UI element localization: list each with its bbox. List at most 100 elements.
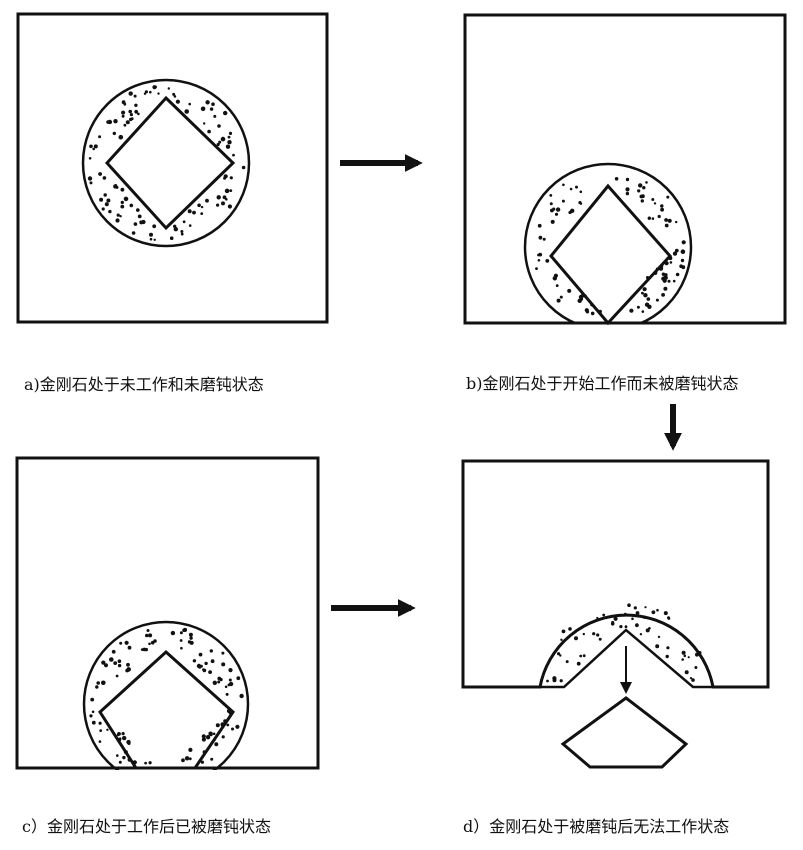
panel-d-grain-remnant: [538, 613, 715, 689]
abrasive-dot: [87, 176, 93, 181]
abrasive-dot: [120, 204, 125, 209]
abrasive-dot: [669, 261, 673, 264]
abrasive-dot: [149, 232, 153, 237]
panel-d-abrasive-dots: [546, 603, 702, 683]
abrasive-dot: [129, 203, 134, 208]
abrasive-dot: [208, 670, 213, 674]
abrasive-dot: [643, 616, 646, 619]
abrasive-dot: [121, 114, 125, 118]
abrasive-dot: [561, 199, 565, 203]
arrow-down-small-head: [620, 682, 632, 694]
abrasive-dot: [92, 147, 95, 151]
abrasive-dot: [144, 90, 148, 94]
abrasive-dot: [121, 110, 126, 115]
abrasive-dot: [663, 611, 668, 616]
abrasive-dot: [613, 616, 618, 621]
abrasive-dot: [556, 298, 561, 303]
abrasive-dot: [683, 654, 687, 658]
abrasive-dot: [568, 210, 572, 215]
abrasive-dot: [88, 157, 92, 160]
abrasive-dot: [115, 674, 119, 678]
abrasive-dot: [229, 189, 233, 193]
abrasive-dot: [173, 95, 177, 98]
abrasive-dot: [200, 212, 204, 216]
abrasive-dot: [223, 719, 227, 723]
abrasive-dot: [197, 203, 201, 208]
abrasive-dot: [123, 196, 129, 202]
abrasive-dot: [101, 207, 105, 211]
panel-b-grain-circle: [523, 162, 693, 332]
abrasive-dot: [225, 692, 229, 696]
abrasive-dot: [99, 197, 104, 202]
abrasive-dot: [118, 737, 122, 741]
abrasive-dot: [691, 678, 695, 682]
abrasive-dot: [133, 222, 138, 226]
abrasive-dot: [565, 660, 569, 664]
abrasive-dot: [228, 131, 233, 135]
abrasive-dot: [656, 608, 659, 612]
abrasive-dot: [221, 201, 225, 206]
panel-d: [461, 459, 770, 769]
abrasive-dot: [666, 646, 670, 650]
abrasive-dot: [590, 303, 594, 307]
abrasive-dot: [227, 140, 232, 145]
abrasive-dot: [217, 124, 221, 128]
abrasive-dot: [205, 735, 211, 740]
abrasive-dot: [569, 187, 573, 191]
abrasive-dot: [200, 106, 206, 112]
abrasive-dot: [90, 697, 95, 702]
abrasive-dot: [91, 710, 95, 714]
abrasive-dot: [646, 297, 651, 301]
abrasive-dot: [224, 188, 230, 194]
abrasive-dot: [192, 210, 196, 215]
panel-a-block: [16, 12, 329, 324]
abrasive-dot: [192, 659, 197, 663]
abrasive-dot: [619, 625, 623, 629]
abrasive-dot: [667, 218, 672, 223]
abrasive-dot: [188, 757, 192, 761]
abrasive-dot: [680, 258, 685, 263]
abrasive-dot: [136, 208, 140, 212]
abrasive-dot: [104, 202, 109, 207]
abrasive-dot: [222, 195, 227, 200]
abrasive-dot: [215, 723, 220, 728]
abrasive-dot: [210, 659, 215, 664]
abrasive-dot: [598, 637, 602, 641]
abrasive-dot: [640, 199, 644, 203]
abrasive-dot: [188, 224, 192, 227]
abrasive-dot: [554, 212, 559, 216]
abrasive-dot: [561, 629, 566, 634]
abrasive-dot: [653, 270, 658, 275]
panel-b-block-fill: [470, 324, 790, 344]
abrasive-dot: [213, 738, 216, 742]
abrasive-dot: [182, 220, 186, 224]
abrasive-dot: [116, 213, 120, 217]
abrasive-dot: [200, 205, 204, 209]
abrasive-dot: [664, 218, 668, 222]
abrasive-dot: [201, 734, 206, 739]
abrasive-dot: [658, 266, 664, 271]
abrasive-dot: [209, 649, 213, 653]
abrasive-dot: [631, 617, 634, 621]
panel-b-diamond: [549, 183, 673, 326]
abrasive-dot: [672, 279, 676, 283]
abrasive-dot: [592, 632, 596, 636]
abrasive-dot: [227, 135, 231, 139]
abrasive-dot: [130, 117, 134, 121]
abrasive-dot: [559, 679, 563, 683]
abrasive-dot: [112, 131, 117, 136]
abrasive-dot: [148, 761, 152, 765]
abrasive-dot: [228, 710, 233, 715]
abrasive-dot: [148, 633, 153, 638]
abrasive-dot: [675, 272, 680, 277]
abrasive-dot: [643, 293, 648, 298]
abrasive-dot: [108, 209, 112, 214]
abrasive-dot: [653, 202, 657, 205]
abrasive-dot: [596, 616, 599, 620]
abrasive-dot: [590, 311, 595, 316]
abrasive-dot: [555, 284, 559, 287]
abrasive-dot: [641, 291, 644, 295]
abrasive-dot: [232, 153, 235, 157]
abrasive-dot: [106, 198, 111, 203]
